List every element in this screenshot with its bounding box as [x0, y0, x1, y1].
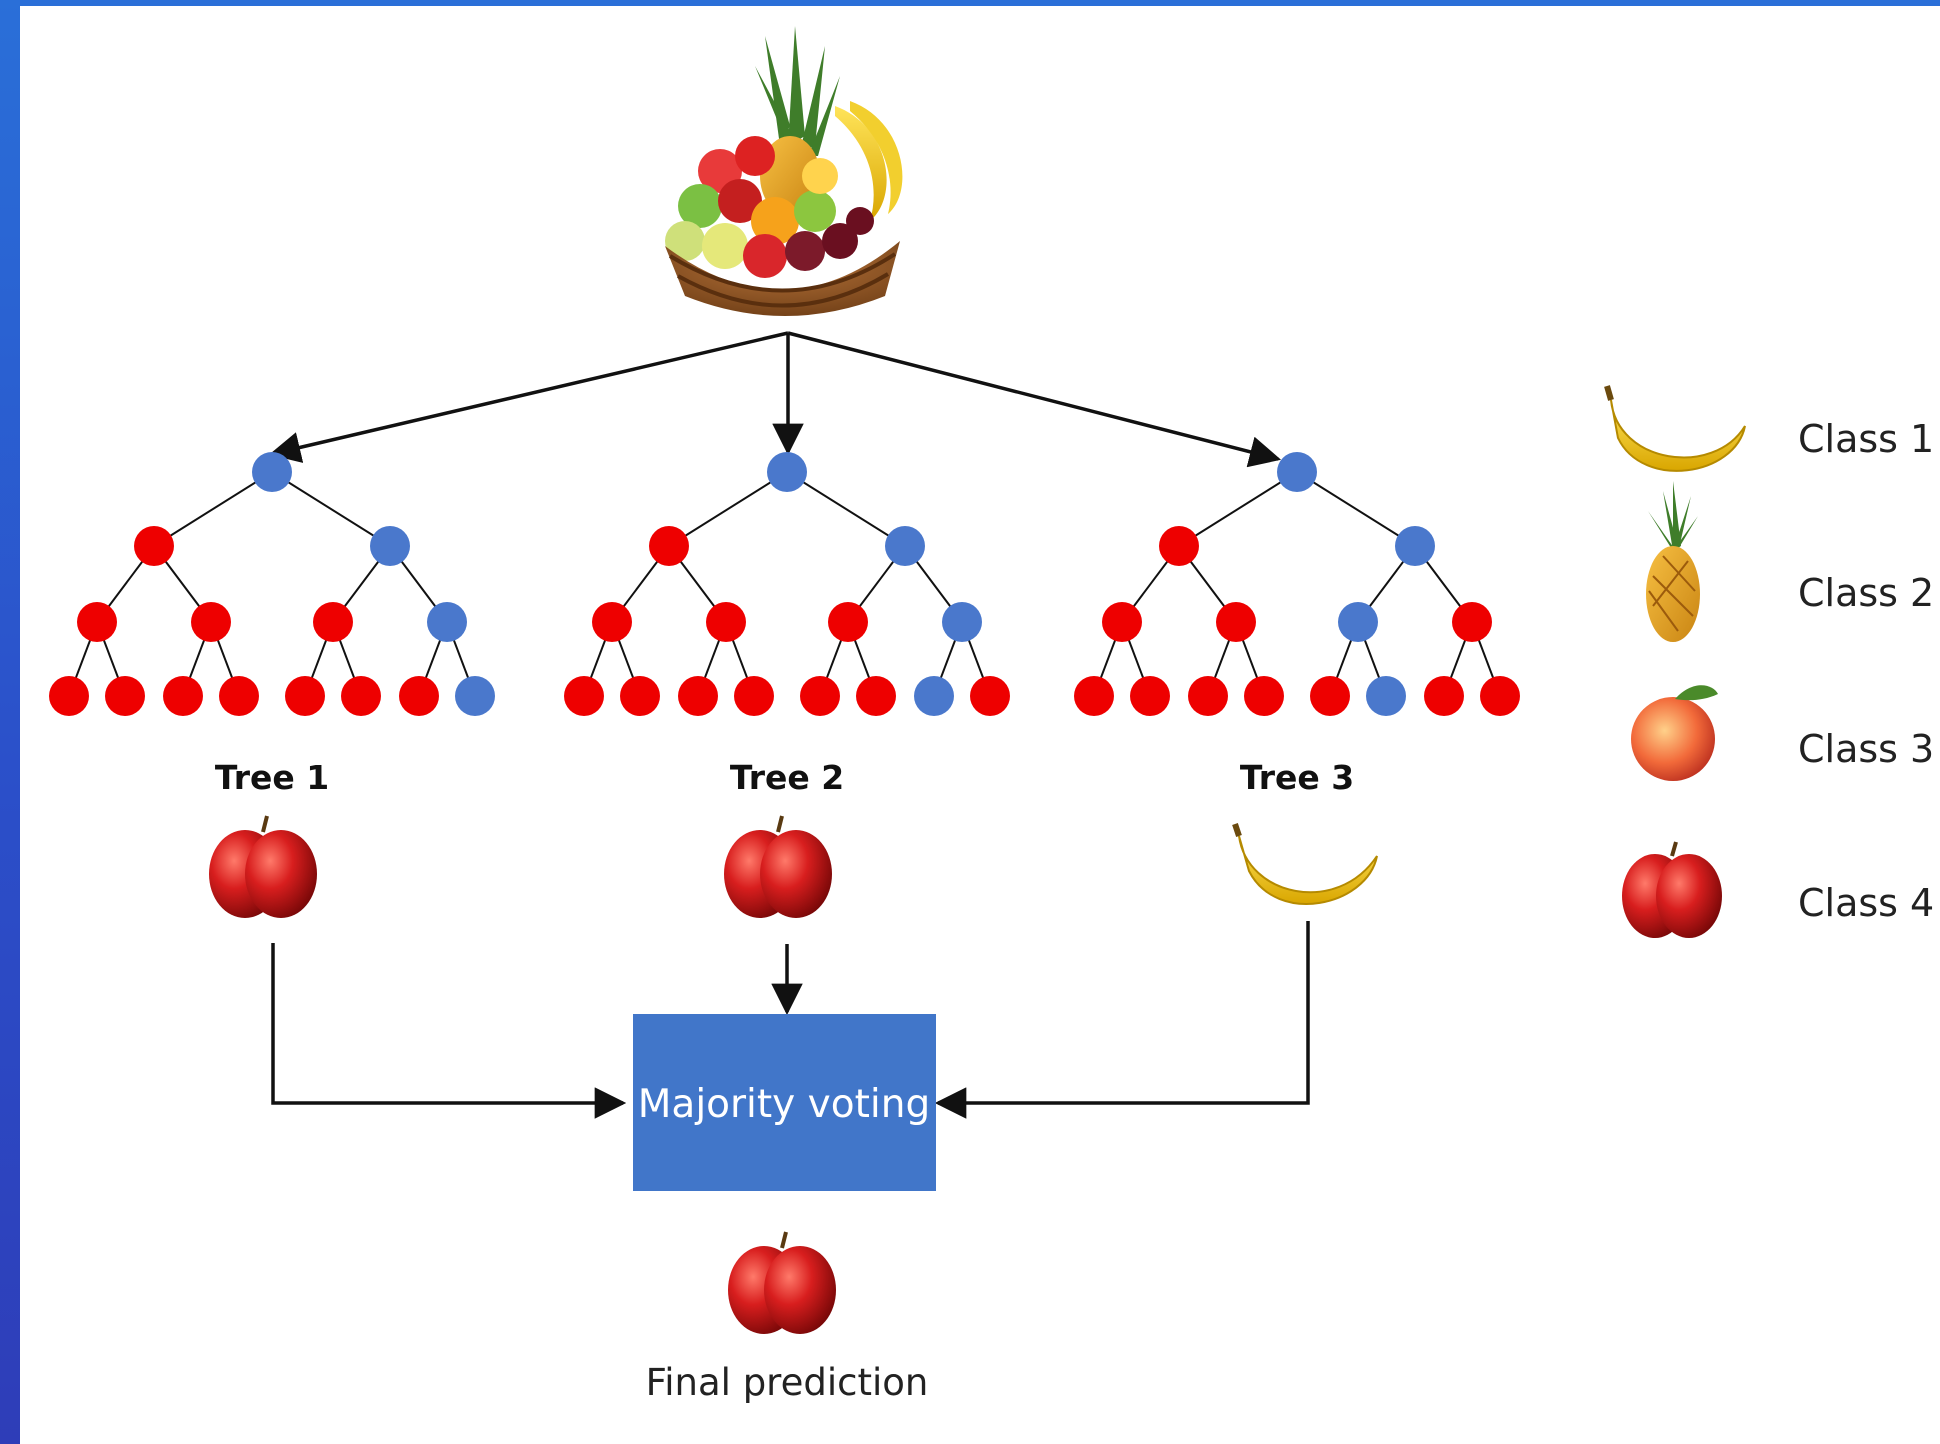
tree-3-label: Tree 3	[1240, 758, 1354, 797]
legend-class-2-label: Class 2	[1798, 571, 1934, 615]
legend-pineapple-icon	[1646, 481, 1700, 642]
tree-2-node-red	[970, 676, 1010, 716]
tree-1-node-red	[163, 676, 203, 716]
tree-2-node-red	[620, 676, 660, 716]
tree-3-node-red	[1244, 676, 1284, 716]
arrow-tree-1-to-voting	[271, 943, 627, 1119]
arrow-to-tree-3	[787, 331, 1282, 468]
tree-3-node-red	[1130, 676, 1170, 716]
tree-1-node-red	[313, 602, 353, 642]
tree-3-node-red	[1310, 676, 1350, 716]
tree-2-node-red	[800, 676, 840, 716]
split-arrows	[268, 331, 1282, 468]
tree-3-prediction-banana-icon	[1232, 823, 1378, 905]
legend-class-3-label: Class 3	[1798, 727, 1934, 771]
tree-1-node-red	[285, 676, 325, 716]
tree-3-node-red	[1216, 602, 1256, 642]
tree-2-label: Tree 2	[730, 758, 844, 797]
fruit-basket-icon	[665, 26, 903, 316]
tree-2-node-red	[828, 602, 868, 642]
arrow-tree-3-to-voting	[934, 921, 1310, 1119]
tree-2-node-blue	[885, 526, 925, 566]
tree-1-node-blue	[427, 602, 467, 642]
random-forest-diagram: Tree 1 Tree 2 Tree 3 Majority voting Fin…	[49, 26, 1934, 1404]
tree-2-node-red	[678, 676, 718, 716]
arrow-to-tree-1	[268, 331, 789, 463]
tree-3-node-blue	[1395, 526, 1435, 566]
legend-peach-icon	[1631, 685, 1718, 781]
tree-3-node-red	[1188, 676, 1228, 716]
tree-1-node-red	[134, 526, 174, 566]
tree-2-node-blue	[942, 602, 982, 642]
tree-2-edge	[786, 471, 906, 547]
tree-3-node-red	[1452, 602, 1492, 642]
final-prediction-apple-icon	[728, 1231, 836, 1334]
tree-2-node-red	[592, 602, 632, 642]
tree-2-node-red	[856, 676, 896, 716]
tree-2-node-red	[706, 602, 746, 642]
majority-voting-box	[633, 1014, 936, 1191]
legend-apple-icon	[1622, 841, 1722, 938]
tree-2-node-red	[649, 526, 689, 566]
legend-class-1-label: Class 1	[1798, 417, 1934, 461]
tree-1-node-blue	[252, 452, 292, 492]
legend-class-4-label: Class 4	[1798, 881, 1934, 925]
tree-1-node-red	[77, 602, 117, 642]
tree-3-edge	[1178, 471, 1298, 547]
tree-3-node-blue	[1366, 676, 1406, 716]
tree-1-node-red	[191, 602, 231, 642]
voting-arrows	[271, 921, 1310, 1119]
tree-1-edge	[153, 471, 273, 547]
tree-1-node-red	[105, 676, 145, 716]
tree-3-node-red	[1159, 526, 1199, 566]
tree-3-node-red	[1424, 676, 1464, 716]
final-prediction-label: Final prediction	[646, 1361, 929, 1404]
tree-2-node-blue	[767, 452, 807, 492]
tree-1-node-red	[399, 676, 439, 716]
tree-1-node-blue	[455, 676, 495, 716]
tree-2-edge	[668, 471, 788, 547]
tree-1-edge	[271, 471, 391, 547]
tree-1-node-red	[341, 676, 381, 716]
tree-3-node-blue	[1277, 452, 1317, 492]
decision-trees	[49, 452, 1520, 716]
tree-3-node-blue	[1338, 602, 1378, 642]
diagram-canvas: Tree 1 Tree 2 Tree 3 Majority voting Fin…	[20, 6, 1940, 1444]
tree-2-node-blue	[914, 676, 954, 716]
tree-1-prediction-apple-icon	[209, 815, 317, 918]
tree-2-node-red	[734, 676, 774, 716]
legend: Class 1 Class 2 Class 3 Class 4	[1604, 385, 1934, 938]
tree-3-node-red	[1102, 602, 1142, 642]
tree-3-node-red	[1074, 676, 1114, 716]
tree-2-prediction-apple-icon	[724, 815, 832, 918]
majority-voting-label: Majority voting	[638, 1082, 930, 1127]
tree-3-edge	[1296, 471, 1416, 547]
tree-1-node-blue	[370, 526, 410, 566]
tree-3-node-red	[1480, 676, 1520, 716]
tree-1-label: Tree 1	[215, 758, 329, 797]
tree-2-node-red	[564, 676, 604, 716]
tree-1-node-red	[49, 676, 89, 716]
tree-1-node-red	[219, 676, 259, 716]
legend-banana-icon	[1604, 385, 1746, 472]
